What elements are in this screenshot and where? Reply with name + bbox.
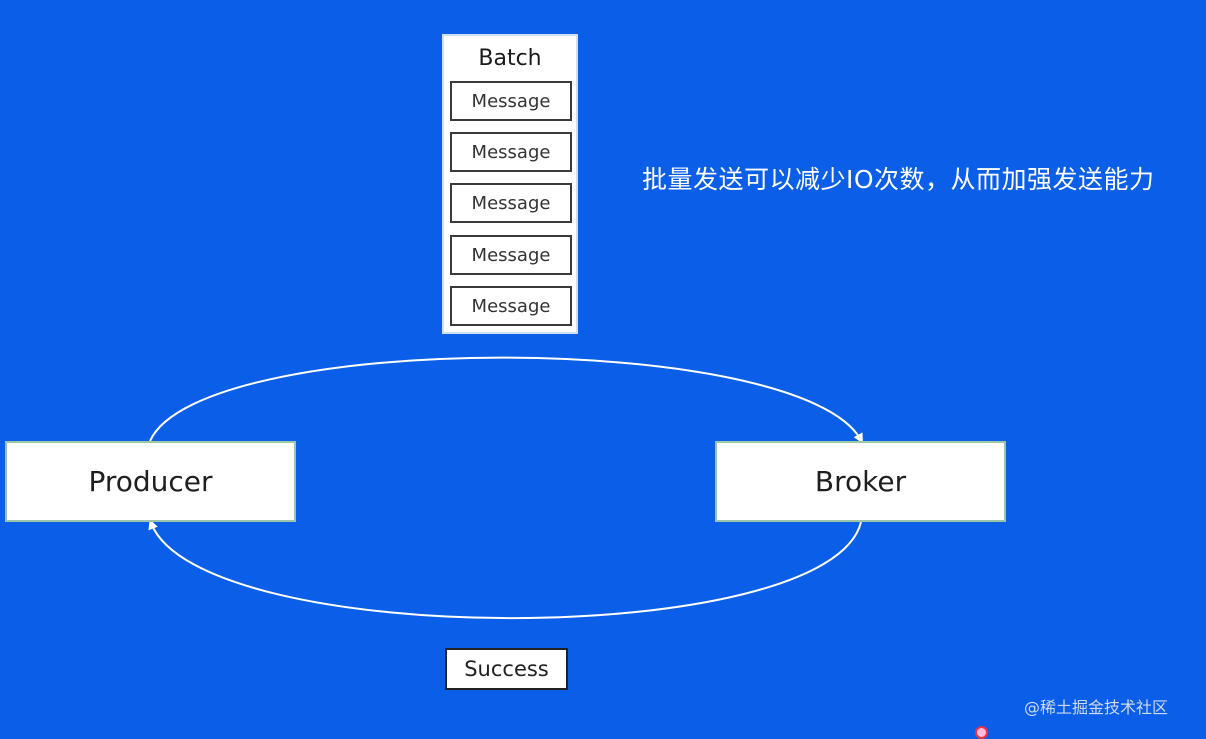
broker-box: Broker — [715, 441, 1006, 522]
producer-box: Producer — [5, 441, 296, 522]
message-item: Message — [450, 286, 572, 326]
batch-title: Batch — [478, 46, 542, 71]
batch-note: 批量发送可以减少IO次数，从而加强发送能力 — [642, 165, 1155, 194]
cursor-indicator — [975, 726, 988, 739]
message-item: Message — [450, 235, 572, 275]
success-return-arrow — [148, 519, 862, 620]
message-item: Message — [450, 183, 572, 223]
message-item: Message — [450, 81, 572, 121]
message-item: Message — [450, 132, 572, 172]
success-box: Success — [445, 648, 568, 690]
send-arrow — [149, 356, 863, 444]
batch-container: Batch Message Message Message Message Me… — [442, 34, 578, 334]
watermark: @稀土掘金技术社区 — [1024, 698, 1169, 717]
